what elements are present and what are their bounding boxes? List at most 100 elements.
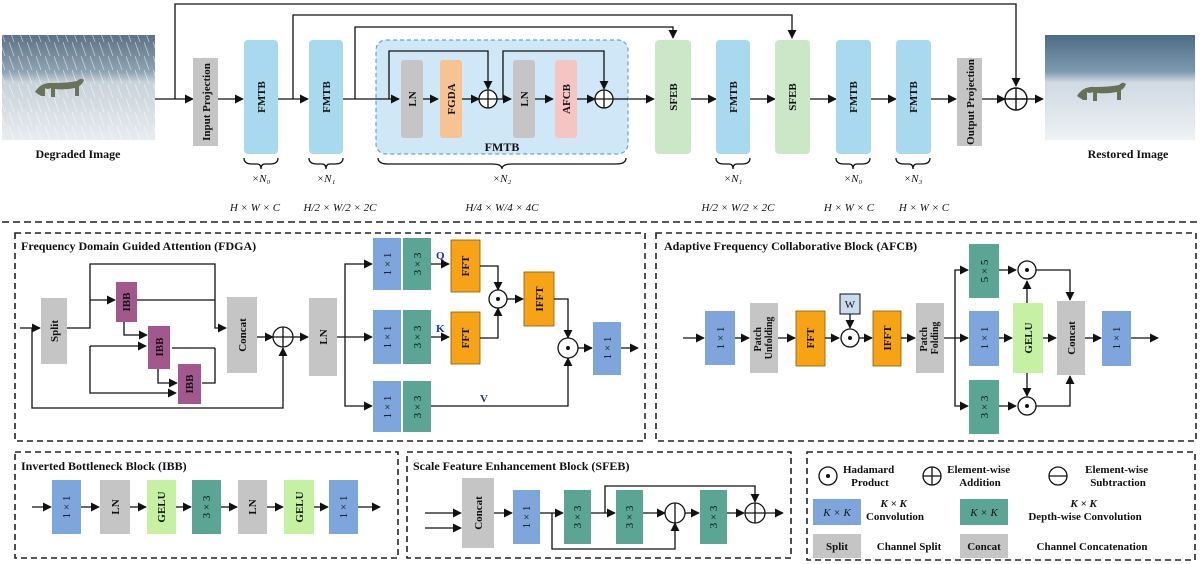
ibb-ln-label-1: LN xyxy=(110,499,122,514)
fdga-v-conv3-label: 3 × 3 xyxy=(412,395,424,418)
fdga-k-label: K xyxy=(436,323,445,335)
afcb-patch-folding-label: Patch Folding xyxy=(919,322,941,355)
ibb-ln-block-1 xyxy=(100,480,130,534)
afcb-out-conv1-label: 1 × 1 xyxy=(1111,327,1123,350)
legend-hadamard-symbol xyxy=(818,466,838,486)
afcb-panel: Adaptive Frequency Collaborative Block (… xyxy=(655,232,1197,442)
fmtb-ln-block-1 xyxy=(401,60,423,138)
fdga-k-conv3-label: 3 × 3 xyxy=(412,325,424,348)
ibb-gelu-block-2 xyxy=(284,480,314,534)
final-addition xyxy=(1004,87,1028,111)
ibb-gelu-label-2: GELU xyxy=(294,491,306,522)
legend-concat-label: Channel Concatenation xyxy=(1037,541,1148,553)
dim-label-4: H/2 × W/2 × 2C xyxy=(701,202,776,214)
fdga-q-conv1-label: 1 × 1 xyxy=(382,253,394,276)
ibb-conv1-block-1 xyxy=(52,480,81,534)
degraded-image xyxy=(2,35,155,140)
legend-subtraction-symbol xyxy=(1048,466,1068,486)
legend-split-label: Channel Split xyxy=(877,541,942,553)
dim-label-3: H/4 × W/4 × 4C xyxy=(465,202,540,214)
sfeb-subtraction xyxy=(664,502,686,524)
fmtb-addition-2 xyxy=(594,89,614,109)
fdga-ibb-label-2: IBB xyxy=(154,337,166,357)
fdga-k-conv1-block xyxy=(373,310,401,364)
dim-label-6: H × W × C xyxy=(898,202,950,214)
fmtb-ln-label-1: LN xyxy=(407,91,419,106)
legend-hadamard-label: Hadamard Product xyxy=(843,464,897,489)
sfeb-conv1-label: 1 × 1 xyxy=(521,506,533,529)
legend-dw-swatch-text: K × K xyxy=(969,507,998,519)
fdga-split-block xyxy=(41,298,67,364)
fgda-block xyxy=(440,60,462,138)
sfeb-conv3-block-2 xyxy=(616,490,643,544)
fdga-ln-label: LN xyxy=(318,329,330,344)
fdga-concat-label: Concat xyxy=(237,318,249,352)
ibb-ln-block-2 xyxy=(238,480,267,534)
fdga-ibb-label-1: IBB xyxy=(121,292,133,312)
sfeb-conv3-block-1 xyxy=(564,490,591,544)
fdga-v-conv1-label: 1 × 1 xyxy=(382,396,394,419)
fgda-label: FGDA xyxy=(446,83,458,114)
fdga-v-conv3-block xyxy=(403,381,431,432)
afcb-ifft-label: IFFT xyxy=(882,325,894,351)
fdga-q-fft-label: FFT xyxy=(460,255,472,276)
fmtb-block-1 xyxy=(244,40,278,154)
fdga-k-conv1-label: 1 × 1 xyxy=(382,326,394,349)
legend-conv-swatch-text: K × K xyxy=(822,507,851,519)
fmtb-block-3 xyxy=(716,40,750,154)
ibb-conv1-block-2 xyxy=(329,480,358,534)
fmtb-label-4: FMTB xyxy=(848,80,860,112)
fdga-q-fft-block xyxy=(450,239,481,293)
afcb-mid-conv1-label: 1 × 1 xyxy=(979,327,991,350)
afcb-in-conv1-label: 1 × 1 xyxy=(715,327,727,350)
legend-conv-label: K × K Convolution xyxy=(866,498,924,523)
repeat-braces xyxy=(243,157,931,170)
afcb-w-label: W xyxy=(845,299,856,311)
afcb-in-conv1-block xyxy=(705,311,735,365)
degraded-image-label: Degraded Image xyxy=(36,147,122,161)
afcb-gelu-label: GELU xyxy=(1023,322,1035,353)
multiplier-fmtb-expanded: ×N₂ xyxy=(493,173,512,185)
fdga-ifft-label: IFFT xyxy=(534,286,546,312)
legend-split-swatch xyxy=(813,534,861,558)
legend-dw-label: K × K Depth-wise Convolution xyxy=(1028,498,1141,523)
input-projection-block xyxy=(193,58,218,146)
multiplier-fmtb-2: ×N₁ xyxy=(317,173,336,185)
dim-label-5: H × W × C xyxy=(823,202,875,214)
fmtb-ln-block-2 xyxy=(513,60,535,138)
afcb-concat-label: Concat xyxy=(1066,321,1078,355)
fdga-q-conv1-block xyxy=(373,238,401,290)
afcb-title: Adaptive Frequency Collaborative Block (… xyxy=(664,239,917,253)
afcb-hadamard-main xyxy=(840,328,860,348)
fmtb-label-5: FMTB xyxy=(908,80,920,112)
fdga-q-label: Q xyxy=(436,250,445,262)
fdga-hadamard-2 xyxy=(557,337,579,359)
sfeb-conv3-label-2: 3 × 3 xyxy=(624,505,636,528)
fdga-ibb-block-3 xyxy=(178,364,201,404)
legend-panel: Hadamard Product Element-wise Addition E… xyxy=(806,451,1196,561)
fdga-out-conv1-label: 1 × 1 xyxy=(602,337,614,360)
fdga-concat-block xyxy=(227,297,257,373)
legend-addition-symbol xyxy=(922,466,942,486)
fmtb-label-2: FMTB xyxy=(321,80,333,112)
legend-concat-swatch xyxy=(960,534,1008,558)
legend-subtraction-label: Element-wise Subtraction xyxy=(1085,464,1151,489)
fdga-panel: Frequency Domain Guided Attention (FDGA)… xyxy=(14,232,646,442)
fmtb-label-3: FMTB xyxy=(728,80,740,112)
fdga-k-conv3-block xyxy=(403,310,431,364)
sfeb-concat-label: Concat xyxy=(473,496,485,530)
afcb-ifft-block xyxy=(872,310,902,367)
afcb-hadamard-bottom xyxy=(1017,396,1037,416)
multiplier-fmtb-1: ×N₀ xyxy=(252,173,271,185)
legend-concat-swatch-text: Concat xyxy=(967,541,1001,553)
ibb-conv3-label: 3 × 3 xyxy=(201,495,213,518)
sfeb-title: Scale Feature Enhancement Block (SFEB) xyxy=(413,459,629,473)
output-projection-label: Output Projection xyxy=(965,59,977,145)
sfeb-concat-block xyxy=(462,478,494,548)
ibb-ln-label-2: LN xyxy=(247,499,259,514)
input-projection-label: Input Projection xyxy=(201,63,213,141)
afcb-patch-unfolding-label: Patch Unfolding xyxy=(753,317,775,360)
fdga-ibb-block-1 xyxy=(116,282,137,322)
fdga-q-conv3-label: 3 × 3 xyxy=(412,252,424,275)
